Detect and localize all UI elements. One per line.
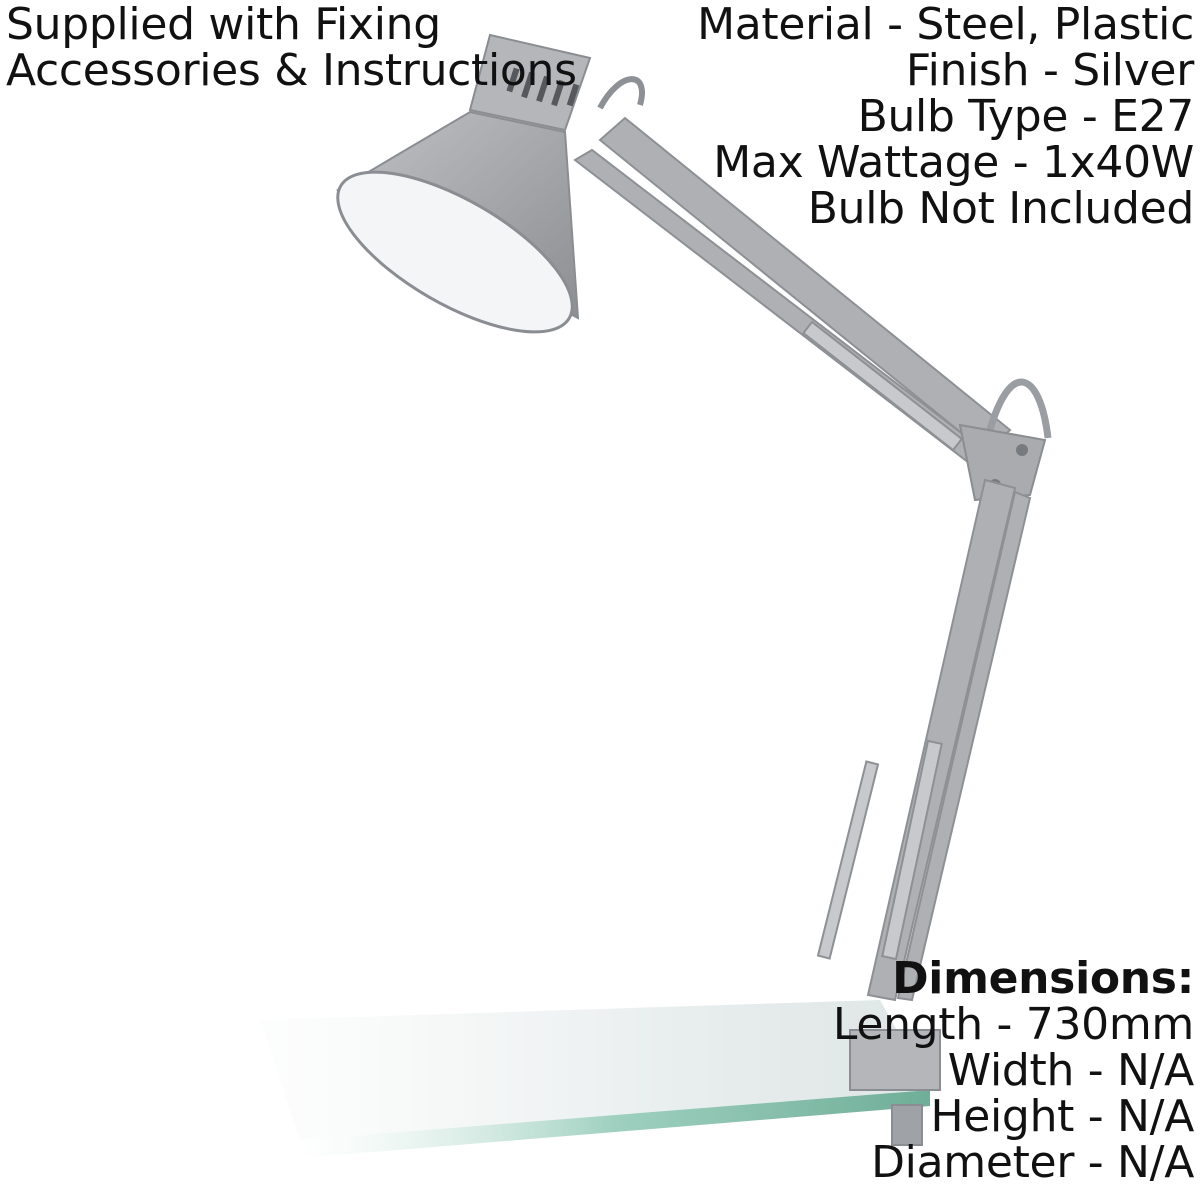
- spec-max-wattage: Max Wattage - 1x40W: [713, 137, 1194, 188]
- desk-clamp: [849, 1029, 941, 1146]
- lamp-shade: [335, 33, 592, 334]
- supplied-note: Supplied with Fixing Accessories & Instr…: [6, 2, 577, 94]
- glass-desk: [260, 1000, 930, 1158]
- spec-finish: Finish - Silver: [905, 45, 1194, 96]
- dimension-width: Width - N/A: [947, 1045, 1195, 1096]
- dimensions-list: Dimensions: Length - 730mm Width - N/A H…: [833, 956, 1194, 1186]
- lower-arm: [816, 478, 1032, 1002]
- upper-arm: [573, 76, 1052, 468]
- supplied-line-2: Accessories & Instructions: [6, 45, 577, 96]
- supplied-line-1: Supplied with Fixing: [6, 0, 441, 50]
- spec-bulb-type: Bulb Type - E27: [857, 91, 1195, 142]
- dimension-diameter: Diameter - N/A: [871, 1137, 1194, 1188]
- dimension-length: Length - 730mm: [832, 999, 1194, 1050]
- dimension-height: Height - N/A: [930, 1091, 1194, 1142]
- spec-material: Material - Steel, Plastic: [697, 0, 1194, 50]
- spec-bulb-included: Bulb Not Included: [807, 183, 1195, 234]
- spec-list: Material - Steel, Plastic Finish - Silve…: [697, 2, 1194, 232]
- dimensions-heading: Dimensions:: [892, 953, 1194, 1004]
